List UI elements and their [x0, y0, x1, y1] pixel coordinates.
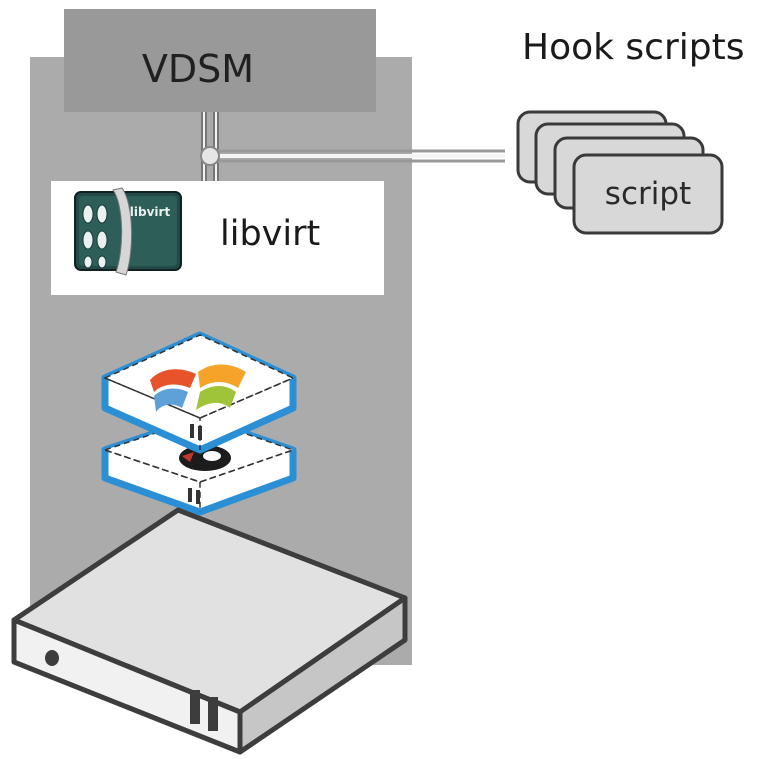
windows-logo-icon [150, 364, 246, 412]
libvirt-box[interactable]: libvirt libvirt [51, 181, 384, 295]
script-card-front[interactable]: script [572, 153, 724, 235]
power-light-icon [45, 650, 59, 666]
guest-vm-windows[interactable] [101, 331, 297, 454]
hook-connector [200, 146, 505, 166]
linux-logo-icon [179, 445, 231, 471]
libvirt-logo-text: libvirt [130, 205, 171, 219]
server-side-face [237, 595, 408, 755]
vdsm-label: VDSM [142, 47, 254, 91]
junction-node [200, 146, 220, 166]
drive-slot [190, 690, 200, 724]
libvirt-label: libvirt [220, 214, 320, 254]
hook-scripts-stack: script [516, 110, 724, 235]
vm-port [190, 424, 194, 438]
vm-port [196, 490, 200, 504]
server-icon[interactable] [11, 507, 408, 755]
libvirt-logo-icon: libvirt [74, 187, 182, 276]
vdsm-box[interactable]: VDSM [64, 9, 376, 112]
drive-slot [208, 697, 218, 731]
vm-port [188, 488, 192, 502]
script-card-label: script [605, 176, 691, 212]
vm-port [198, 426, 202, 440]
hook-scripts-title: Hook scripts [522, 27, 745, 68]
